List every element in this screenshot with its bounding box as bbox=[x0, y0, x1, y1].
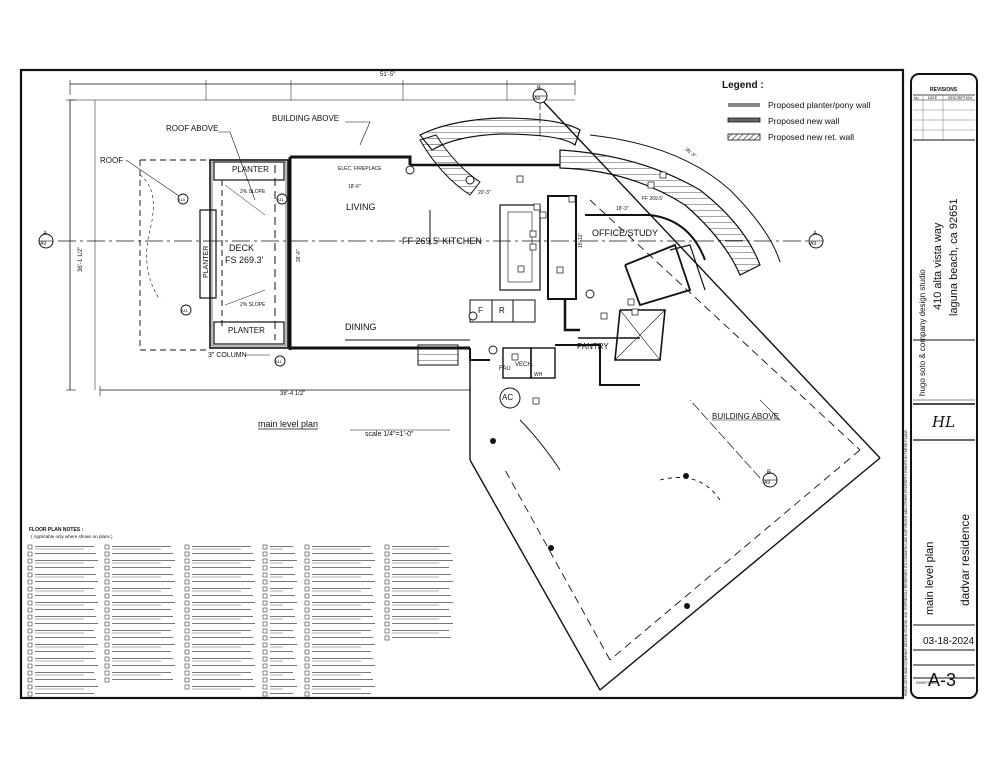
section-b-bottom-ref: A9 bbox=[764, 480, 771, 486]
copyright-notice: HUGO SOTO AND COMPANY DESIGN STUDIO, INC… bbox=[904, 429, 908, 696]
dim-left: 36'-1 1/2" bbox=[78, 246, 84, 272]
label-range: R bbox=[499, 306, 505, 315]
drawing-title: main level plan bbox=[258, 419, 319, 429]
label-fridge: F bbox=[478, 306, 483, 315]
title-block-border bbox=[910, 73, 978, 699]
legend-title: Legend : bbox=[722, 80, 764, 91]
dim-office: 15'-11" bbox=[578, 232, 584, 248]
room-ac: AC bbox=[502, 393, 514, 402]
room-ff-small: FF 269.5' bbox=[642, 196, 663, 202]
detail-ref-1: A10 bbox=[178, 197, 186, 202]
notes-title: FLOOR PLAN NOTES : bbox=[29, 527, 84, 533]
address-line-2: laguna beach, ca 92651 bbox=[948, 198, 960, 316]
label-building-above-2: BUILDING ABOVE bbox=[712, 412, 780, 421]
label-roof-above: ROOF ABOVE bbox=[166, 124, 219, 133]
section-a-right: A bbox=[813, 231, 818, 237]
detail-ref-2: A11 bbox=[277, 197, 284, 202]
rev-col-no: No. bbox=[914, 96, 920, 100]
building-walls bbox=[209, 155, 580, 361]
sheet-title: main level plan bbox=[924, 541, 936, 615]
rev-col-date: DATE bbox=[928, 96, 938, 100]
legend-item: Proposed new ret. wall bbox=[768, 132, 854, 142]
label-building-above: BUILDING ABOVE bbox=[272, 114, 340, 123]
dim-study: 18'-3" bbox=[616, 206, 629, 212]
revisions-title: REVISIONS bbox=[930, 87, 958, 93]
section-a-left: A bbox=[43, 231, 48, 237]
room-fau: FAU bbox=[499, 366, 511, 372]
legend-item: Proposed new wall bbox=[768, 116, 840, 126]
room-dining: DINING bbox=[345, 322, 377, 332]
room-vech: VECH. bbox=[515, 362, 534, 368]
label-wh: WH bbox=[534, 372, 543, 378]
room-office: OFFICE/STUDY bbox=[592, 228, 659, 238]
room-deck: DECK bbox=[229, 243, 255, 253]
drawing-scale: scale 1/4"=1'-0" bbox=[365, 431, 414, 438]
label-roof: ROOF bbox=[100, 156, 124, 165]
detail-ref-4: A11 bbox=[275, 359, 282, 364]
label-fireplace: ELEC. FIREPLACE bbox=[338, 166, 382, 172]
room-pantry: PANTRY bbox=[577, 342, 609, 351]
rev-col-desc: DESCRIPTION bbox=[948, 96, 972, 100]
project-name: dadvar residence bbox=[958, 513, 972, 606]
label-planter-bottom: PLANTER bbox=[228, 326, 265, 335]
dim-kitchen: 20'-3" bbox=[478, 190, 491, 196]
detail-ref-3: A11 bbox=[181, 308, 188, 313]
room-deck-level: FS 269.3' bbox=[225, 255, 264, 265]
room-living: LIVING bbox=[346, 202, 376, 212]
address-line-1: 410 alta vista way bbox=[932, 222, 944, 310]
label-slope-top: 2% SLOPE bbox=[240, 189, 266, 195]
label-column: 3" COLUMN bbox=[208, 352, 247, 359]
sheet-border bbox=[19, 68, 905, 700]
label-planter-side: PLANTER bbox=[203, 245, 210, 278]
section-b-top: B bbox=[537, 86, 542, 92]
firm-name: hugo soto & company design studio bbox=[918, 269, 927, 396]
section-a-left-ref: A9 bbox=[40, 241, 47, 247]
label-planter-top: PLANTER bbox=[232, 165, 269, 174]
section-b-top-ref: A9 bbox=[534, 96, 541, 102]
dim-top: 51'-5" bbox=[380, 72, 396, 78]
dim-bottom: 38'-4 1/2" bbox=[280, 391, 306, 397]
notes-subtitle: ( Applicable only where shown on plans ) bbox=[31, 534, 113, 539]
dim-living: 18'-6" bbox=[348, 184, 361, 190]
section-marker bbox=[38, 88, 824, 488]
legend-item: Proposed planter/pony wall bbox=[768, 100, 871, 110]
sheet-no-label: SHEET NO.: bbox=[916, 680, 939, 685]
sheet-date: 03-18-2024 bbox=[923, 636, 975, 647]
sheet-number: A-3 bbox=[928, 670, 957, 690]
label-slope-bottom: 2% SLOPE bbox=[240, 302, 266, 308]
signature-initials: HL bbox=[932, 413, 956, 431]
dim-height: 26'-6" bbox=[296, 249, 302, 262]
section-b-bottom: B bbox=[767, 470, 772, 476]
section-a-right-ref: A9 bbox=[810, 241, 817, 247]
room-kitchen: FF 269.5' KITCHEN bbox=[402, 236, 482, 246]
